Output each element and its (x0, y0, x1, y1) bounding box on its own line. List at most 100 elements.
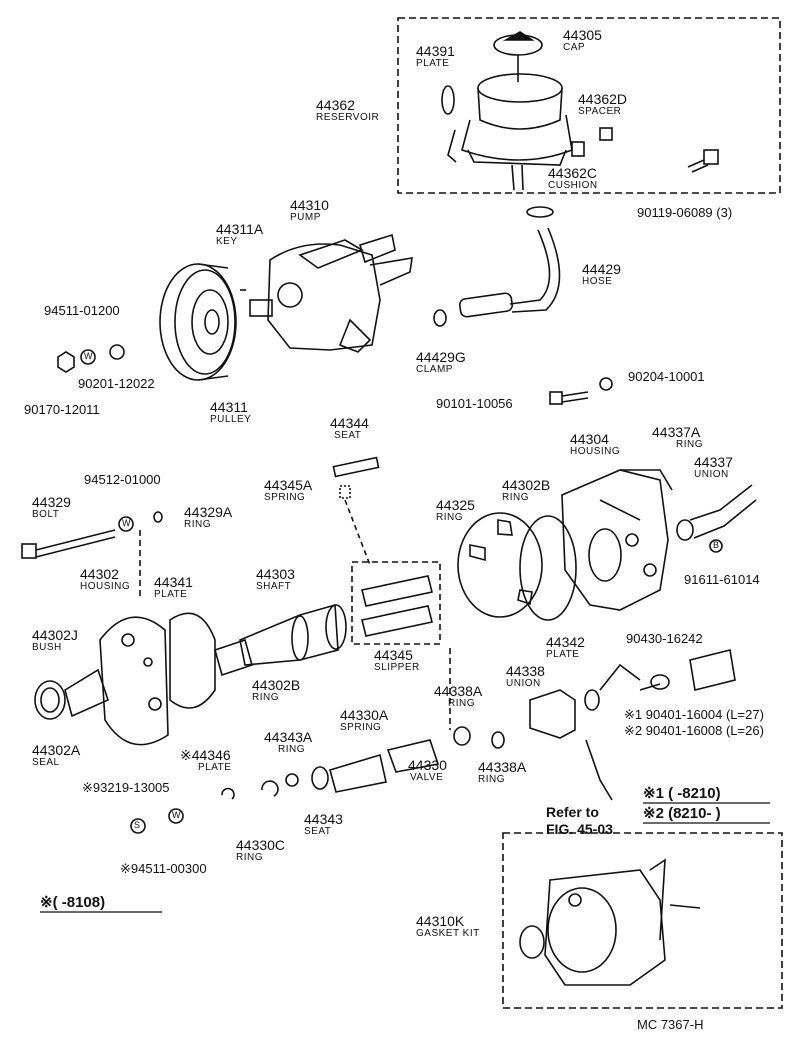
part-number-washer-bolt: 94512-01000 (84, 472, 161, 487)
part-number-union-bolt-2: ※2 90401-16008 (L=26) (624, 723, 764, 738)
part-number-hose: 44429 (582, 261, 621, 277)
part-number-housing: 44302 (80, 566, 119, 582)
part-name-spring-vane: SPRING (264, 492, 306, 503)
part-number-union-lower: 44338 (506, 663, 545, 679)
part-number-ring-cam: 44325 (436, 497, 475, 513)
part-name-cap: CAP (563, 42, 586, 53)
part-number-nut: 90170-12011 (24, 402, 100, 417)
ring-shape (457, 512, 577, 621)
part-name-cushion: CUSHION (548, 180, 598, 191)
note-3-text: ※( -8108) (40, 894, 106, 911)
reservoir-group-box (397, 17, 781, 194)
part-number-ring-union: 44337A (652, 424, 701, 440)
part-number-gasket: 90204-10001 (628, 369, 705, 384)
part-name-seat-valve: SEAT (304, 826, 332, 837)
part-name-housing: HOUSING (80, 581, 131, 592)
part-name-housing-right: HOUSING (570, 446, 621, 457)
housing-right-shape (561, 469, 673, 611)
gasket-kit-shape (519, 858, 701, 986)
part-number-spring-vane: 44345A (264, 477, 313, 493)
part-number-gasket-kit: 44310K (416, 913, 465, 929)
part-number-cushion: 44362C (548, 165, 598, 181)
slipper-shape (361, 575, 433, 637)
part-name-ring-housing: RING (502, 492, 529, 503)
part-number-valve: 44330 (408, 757, 447, 773)
slipper-group-box (351, 561, 441, 645)
part-name-plate: PLATE (416, 58, 450, 69)
part-number-screw: ※93219-13005 (82, 780, 170, 795)
part-number-seat-top: 44344 (330, 415, 369, 431)
part-number-washer-a: 94511-01200 (44, 303, 120, 318)
drawing-code: MC 7367-H (637, 1017, 704, 1032)
part-number-reservoir: 44362 (316, 97, 355, 113)
part-name-hose: HOSE (582, 276, 613, 287)
part-number-seat-valve: 44343 (304, 811, 343, 827)
part-number-pulley: 44311 (210, 399, 248, 415)
part-number-reservoir-bolt: 90119-06089 (3) (637, 205, 733, 220)
part-name-bolt: BOLT (32, 509, 60, 520)
seat-shape (332, 456, 380, 478)
part-name-union: UNION (694, 469, 729, 480)
part-name-ring-snap: RING (236, 852, 263, 863)
washer-marker-b: B (713, 540, 720, 550)
part-number-spring-valve: 44330A (340, 707, 389, 723)
part-name-valve: VALVE (410, 772, 444, 783)
figure-reference: FIG. 45-03 (546, 821, 613, 837)
washer-marker-w-2: W (122, 518, 131, 528)
part-number-union: 44337 (694, 454, 733, 470)
union-bolt-shape (549, 377, 613, 405)
shaft-shape (239, 603, 347, 666)
part-number-spacer: 44362D (578, 91, 628, 107)
union-lower-shape (529, 649, 736, 801)
union-shape (676, 484, 757, 553)
refer-to-text: Refer to (546, 804, 599, 820)
part-number-cap: 44305 (563, 27, 602, 43)
part-number-plate-small: ※44346 (180, 747, 231, 763)
spring-shape (339, 485, 351, 499)
part-name-bush: BUSH (32, 642, 62, 653)
part-name-reservoir: RESERVOIR (316, 112, 380, 123)
part-number-ring-snap: 44330C (236, 837, 286, 853)
part-name-ring-union: RING (676, 439, 703, 450)
pump-shape (240, 233, 413, 353)
part-name-ring-seat: RING (278, 744, 305, 755)
part-name-shaft: SHAFT (256, 581, 292, 592)
part-number-pump: 44310 (290, 197, 329, 213)
leader-dash-2 (344, 499, 371, 566)
note-1-text: ※1 ( -8210) (643, 785, 721, 802)
part-name-spacer: SPACER (578, 106, 622, 117)
part-number-seal: 44302A (32, 742, 81, 758)
part-number-washer-screw: ※94511-00300 (120, 861, 207, 876)
part-number-union-gasket: 90430-16242 (626, 631, 703, 646)
note-2-text: ※2 (8210- ) (643, 805, 721, 822)
part-number-washer-b: 90201-12022 (78, 376, 155, 391)
part-number-bolt: 44329 (32, 494, 71, 510)
part-number-housing-right: 44304 (570, 431, 609, 447)
part-name-clamp: CLAMP (416, 364, 453, 375)
part-number-plate: 44391 (416, 43, 455, 59)
part-name-pulley: PULLEY (210, 414, 252, 425)
part-name-slipper: SLIPPER (374, 662, 420, 673)
part-number-ring-seat: 44343A (264, 729, 313, 745)
part-name-union-lower: UNION (506, 678, 541, 689)
part-number-bush: 44302J (32, 627, 78, 643)
part-name-pump: PUMP (290, 212, 321, 223)
part-name-ring-valve-a: RING (448, 698, 475, 709)
part-number-ring-valve-a: 44338A (434, 683, 483, 699)
part-name-ring-shaft: RING (252, 692, 279, 703)
part-name-ring-bolt: RING (184, 519, 211, 530)
part-name-seat-top: SEAT (334, 430, 362, 441)
washer-marker-w-1: W (84, 351, 93, 361)
part-number-union-washer: 91611-61014 (684, 572, 760, 587)
part-name-key: KEY (216, 236, 238, 247)
part-name-ring-valve-b: RING (478, 774, 505, 785)
pulley-shape (159, 263, 237, 381)
part-name-plate-front: PLATE (154, 589, 188, 600)
valve-shape (130, 726, 505, 834)
reservoir-shape (447, 31, 613, 191)
part-name-seal: SEAL (32, 757, 60, 768)
plate-shape (441, 85, 455, 115)
washer-marker-w-3: W (172, 810, 181, 820)
